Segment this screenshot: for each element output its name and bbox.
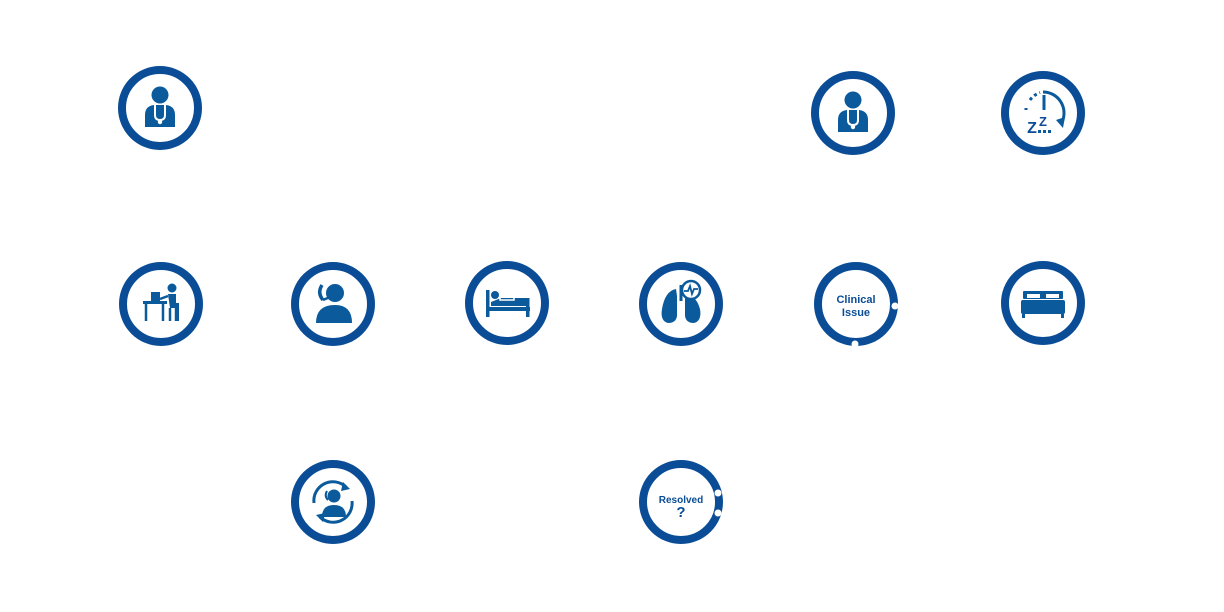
resolved-label: Resolved: [659, 495, 703, 506]
sleep-timer-node: Z Z: [1000, 70, 1086, 156]
svg-text:Z: Z: [1027, 120, 1037, 137]
doctor-node-top-right: [810, 70, 896, 156]
phone-call-node: [290, 261, 376, 347]
lungs-node: [638, 261, 724, 347]
phone-person-icon: [291, 262, 375, 346]
double-bed-icon: [1001, 261, 1085, 345]
doctor-node-top-left: [117, 65, 203, 151]
doctor-icon: [118, 66, 202, 150]
patient-in-bed-icon: [465, 261, 549, 345]
clinical-issue-node: Clinical Issue: [813, 261, 899, 347]
person-cycle-icon: [291, 460, 375, 544]
support-cycle-node: [290, 459, 376, 545]
clinical-issue-label-line1: Clinical: [836, 294, 875, 306]
svg-text:Z: Z: [1039, 114, 1047, 129]
resolved-question-icon: Resolved ?: [639, 460, 723, 544]
clinical-issue-icon: Clinical Issue: [814, 262, 899, 347]
doctor-icon: [811, 71, 895, 155]
double-bed-node: [1000, 260, 1086, 346]
desk-worker-icon: [119, 262, 203, 346]
resolved-question-mark: ?: [676, 504, 685, 521]
patient-bed-node: [464, 260, 550, 346]
sleep-clock-icon: Z Z: [1001, 71, 1085, 155]
clinical-issue-label-line2: Issue: [842, 307, 870, 319]
lungs-heartbeat-icon: [639, 262, 723, 346]
desk-worker-node: [118, 261, 204, 347]
resolved-node: Resolved ?: [638, 459, 724, 545]
